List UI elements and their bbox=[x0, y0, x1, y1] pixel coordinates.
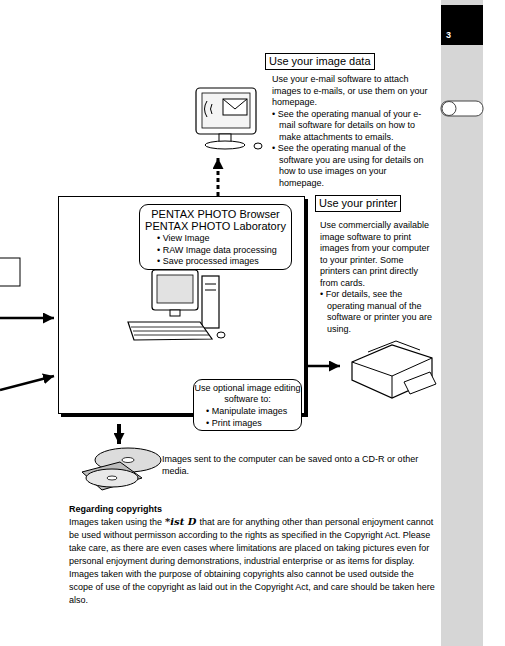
section-heading: Regarding copyrights bbox=[69, 503, 439, 515]
flow-arrow bbox=[217, 158, 220, 196]
box-heading: Use your image data bbox=[269, 55, 371, 68]
heading-group: Use optional image editing software to: bbox=[194, 383, 301, 405]
body-text: Use your e-mail software to attach image… bbox=[272, 74, 434, 109]
paper-feed bbox=[368, 341, 420, 352]
body-text: that are for anything other than persona… bbox=[69, 517, 435, 605]
tower-icon bbox=[202, 276, 219, 328]
flow-arrow bbox=[305, 365, 340, 368]
monitor-icon bbox=[152, 270, 198, 310]
bullet-item: • Manipulate images bbox=[206, 406, 300, 418]
envelope-icon bbox=[223, 99, 247, 115]
body-text: Images taken using the bbox=[69, 517, 162, 527]
bullet-item: • View Image bbox=[157, 233, 291, 245]
save-arrow bbox=[117, 424, 121, 444]
body-group: • View Image• RAW Image data processing•… bbox=[157, 233, 291, 268]
drive-slot bbox=[205, 284, 216, 285]
box-heading: Use your printer bbox=[319, 197, 397, 210]
box-heading: Use optional image editing software to: bbox=[194, 383, 301, 405]
bullet-item: • Print images bbox=[206, 418, 300, 430]
incoming-arrow bbox=[0, 317, 54, 320]
page-tab bbox=[441, 5, 483, 45]
bullet-item: • Save processed images bbox=[157, 256, 291, 268]
heading-group: Use your printer bbox=[315, 195, 401, 212]
keyboard-keys bbox=[131, 327, 209, 335]
envelope-flap bbox=[223, 99, 247, 109]
cd-hole bbox=[107, 476, 117, 480]
bullet-item: • RAW Image data processing bbox=[157, 245, 291, 257]
monitor-screen bbox=[202, 93, 250, 128]
page-number: 3 bbox=[446, 29, 476, 41]
bullet-item: • For details, see the operating manual … bbox=[320, 289, 436, 335]
bullet-item: • See the operating manual of the softwa… bbox=[272, 143, 434, 189]
cd-disc bbox=[86, 469, 138, 487]
mouse-icon bbox=[217, 332, 225, 338]
partial-box bbox=[0, 258, 20, 286]
bullet-item: • See the operating manual of your e-mai… bbox=[272, 109, 434, 144]
body-group: Use commercially available image softwar… bbox=[320, 220, 436, 335]
body-group: • Manipulate images• Print images bbox=[206, 406, 300, 429]
box-heading: PENTAX PHOTO Browser bbox=[140, 208, 291, 220]
keyboard-icon bbox=[128, 322, 212, 340]
drive-slot bbox=[205, 290, 216, 291]
section-dot bbox=[442, 102, 456, 116]
monitor-icon bbox=[196, 88, 256, 134]
monitor-screen bbox=[157, 275, 193, 303]
monitor-stand bbox=[170, 310, 180, 316]
section-pill bbox=[441, 101, 483, 116]
logo-text: *ist D bbox=[165, 516, 196, 527]
software-box: Use optional image editing software to:•… bbox=[193, 379, 302, 431]
note-text: Images sent to the computer can be saved… bbox=[162, 453, 436, 477]
paragraph: Images taken using the*ist Dthat are for… bbox=[69, 515, 438, 607]
side-bar bbox=[441, 0, 483, 646]
mouse-icon bbox=[254, 143, 262, 149]
body-text: Use commercially available image softwar… bbox=[320, 220, 436, 289]
heading-group: Use your image data bbox=[265, 53, 375, 70]
printed-paper bbox=[404, 372, 436, 394]
body-group: Use your e-mail software to attach image… bbox=[272, 74, 434, 189]
cd-case bbox=[82, 462, 142, 490]
signal-lines bbox=[205, 101, 213, 117]
software-box: PENTAX PHOTO BrowserPENTAX PHOTO Laborat… bbox=[139, 204, 292, 270]
cd-hole bbox=[122, 458, 134, 463]
incoming-arrow bbox=[0, 376, 54, 390]
monitor-base bbox=[205, 141, 245, 149]
heading-group: PENTAX PHOTO BrowserPENTAX PHOTO Laborat… bbox=[140, 208, 291, 232]
box-heading: PENTAX PHOTO Laboratory bbox=[140, 220, 291, 232]
